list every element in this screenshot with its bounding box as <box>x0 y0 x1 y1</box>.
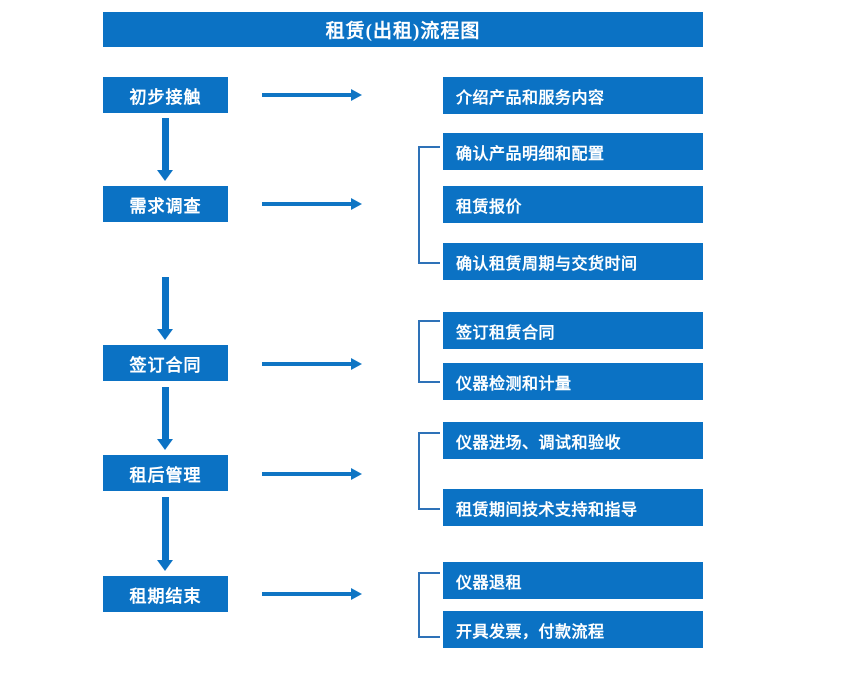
arrow-shaft <box>262 202 352 206</box>
group-bracket-needs-survey <box>418 146 440 264</box>
vertical-arrow-4 <box>157 497 173 571</box>
arrow-shaft <box>162 277 169 330</box>
group-bracket-lease-end <box>418 572 440 638</box>
horizontal-arrow-4 <box>262 467 362 481</box>
task-box-technical-support[interactable]: 租赁期间技术支持和指导 <box>443 489 703 526</box>
arrow-shaft <box>262 472 352 476</box>
arrow-head-right-icon <box>351 89 362 101</box>
stage-box-sign-contract[interactable]: 签订合同 <box>103 345 228 381</box>
task-box-instrument-onsite[interactable]: 仪器进场、调试和验收 <box>443 422 703 459</box>
arrow-shaft <box>162 497 169 561</box>
task-box-instrument-inspection[interactable]: 仪器检测和计量 <box>443 363 703 400</box>
page-title: 租赁(出租)流程图 <box>103 12 703 47</box>
stage-box-post-rental-mgmt[interactable]: 租后管理 <box>103 455 228 491</box>
arrow-head-right-icon <box>351 358 362 370</box>
arrow-shaft <box>162 387 169 440</box>
stage-box-lease-end[interactable]: 租期结束 <box>103 576 228 612</box>
stage-box-initial-contact[interactable]: 初步接触 <box>103 77 228 113</box>
horizontal-arrow-5 <box>262 587 362 601</box>
task-box-sign-rental-contract[interactable]: 签订租赁合同 <box>443 312 703 349</box>
task-box-instrument-return[interactable]: 仪器退租 <box>443 562 703 599</box>
arrow-head-right-icon <box>351 198 362 210</box>
arrow-head-down-icon <box>157 170 173 181</box>
horizontal-arrow-2 <box>262 197 362 211</box>
group-bracket-sign-contract <box>418 320 440 383</box>
arrow-head-down-icon <box>157 439 173 450</box>
task-box-confirm-product-details[interactable]: 确认产品明细和配置 <box>443 133 703 170</box>
arrow-head-down-icon <box>157 560 173 571</box>
stage-box-needs-survey[interactable]: 需求调查 <box>103 186 228 222</box>
arrow-head-right-icon <box>351 588 362 600</box>
vertical-arrow-2 <box>157 277 173 340</box>
group-bracket-post-rental <box>418 432 440 510</box>
vertical-arrow-1 <box>157 118 173 181</box>
arrow-head-right-icon <box>351 468 362 480</box>
arrow-head-down-icon <box>157 329 173 340</box>
horizontal-arrow-1 <box>262 88 362 102</box>
task-box-introduce-products[interactable]: 介绍产品和服务内容 <box>443 77 703 114</box>
vertical-arrow-3 <box>157 387 173 450</box>
arrow-shaft <box>262 362 352 366</box>
arrow-shaft <box>262 592 352 596</box>
arrow-shaft <box>262 93 352 97</box>
task-box-invoice-payment[interactable]: 开具发票，付款流程 <box>443 611 703 648</box>
task-box-confirm-period-delivery[interactable]: 确认租赁周期与交货时间 <box>443 243 703 280</box>
arrow-shaft <box>162 118 169 171</box>
task-box-rental-quote[interactable]: 租赁报价 <box>443 186 703 223</box>
horizontal-arrow-3 <box>262 357 362 371</box>
